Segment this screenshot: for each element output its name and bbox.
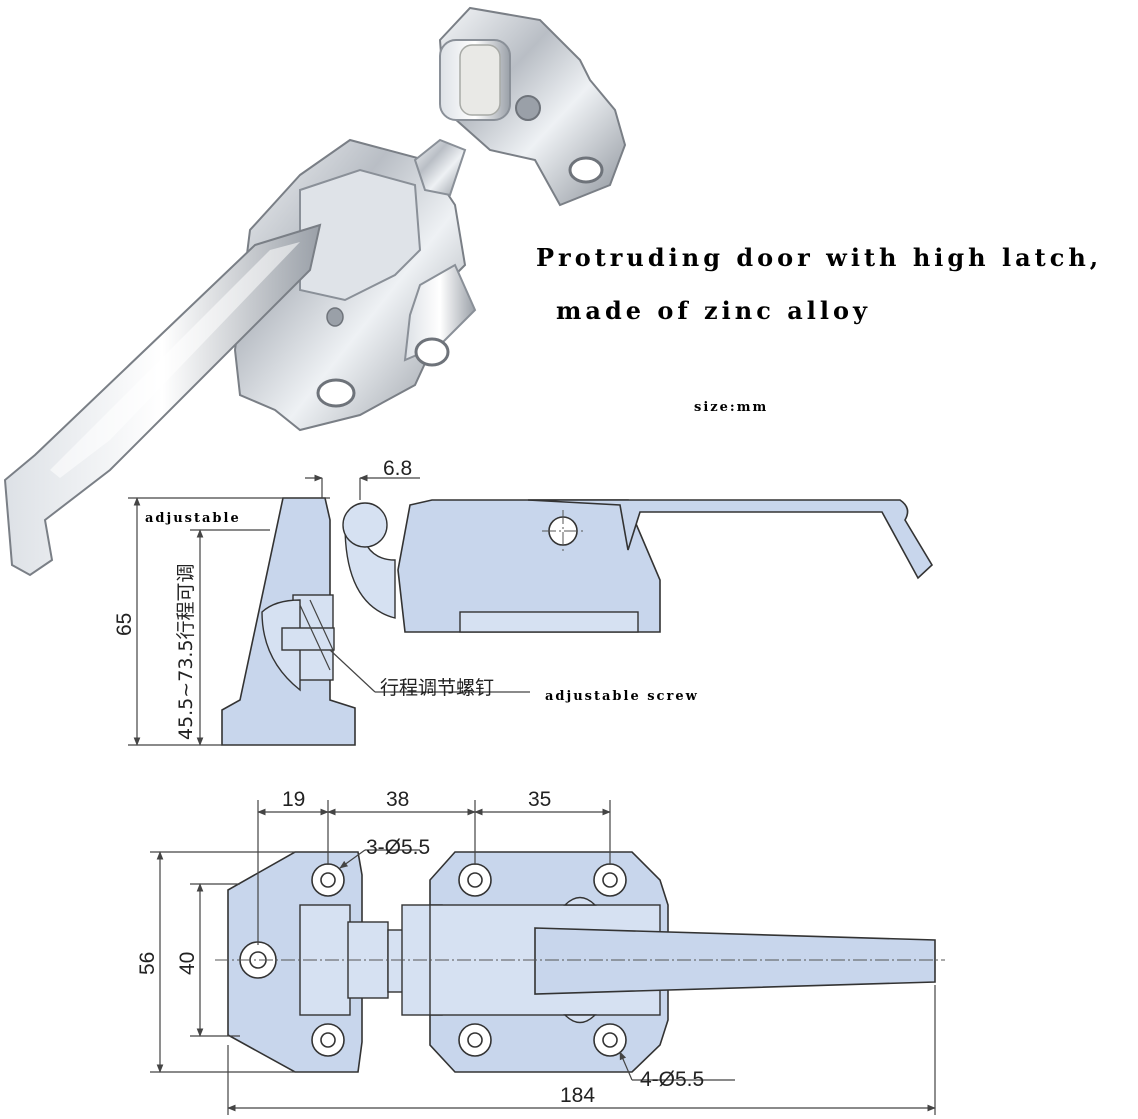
units-label: size:mm — [694, 400, 768, 415]
heading-line-2: made of zinc alloy — [556, 296, 871, 325]
dim-range-label: 45.5~73.5行程可调 — [175, 563, 197, 740]
screw-label-cn: 行程调节螺钉 — [380, 677, 494, 699]
dim-19: 19 — [282, 788, 305, 811]
dim-38: 38 — [386, 788, 409, 811]
screw-label-en: adjustable screw — [545, 689, 699, 704]
dim-6-8: 6.8 — [383, 457, 412, 480]
roller — [342, 502, 388, 548]
holes-3-label: 3-Ø5.5 — [366, 836, 430, 859]
dim-40: 40 — [176, 952, 199, 975]
dim-184: 184 — [560, 1084, 595, 1107]
side-view-drawing — [128, 474, 934, 746]
latch-photo — [3, 6, 627, 577]
heading-line-1: Protruding door with high latch, — [536, 243, 1102, 272]
adjustable-label: adjustable — [145, 511, 241, 526]
holes-4-label: 4-Ø5.5 — [640, 1068, 704, 1091]
top-view-drawing — [150, 800, 945, 1115]
dim-56: 56 — [136, 952, 159, 975]
dim-35: 35 — [528, 788, 551, 811]
dim-65: 65 — [113, 613, 136, 636]
handle-top — [534, 927, 936, 995]
